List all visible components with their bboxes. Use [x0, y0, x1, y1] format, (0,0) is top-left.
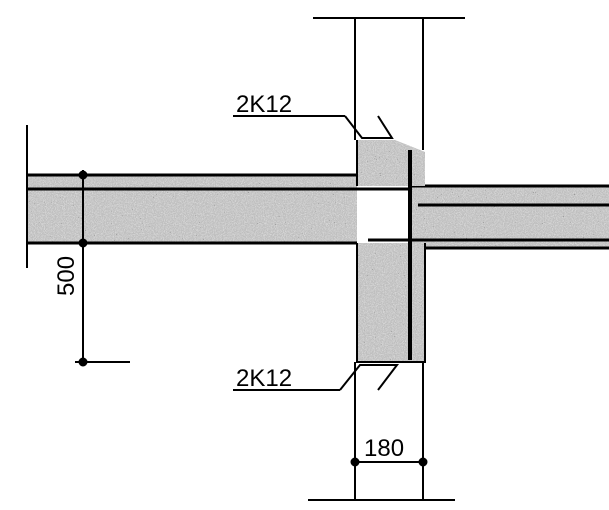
top-rebar-leader [233, 115, 394, 139]
wall-body [356, 140, 426, 363]
bottom-rebar-leader [233, 364, 400, 391]
wall-outline [308, 17, 465, 501]
wall-width-dimension [350, 457, 428, 467]
bottom-rebar-label: 2K12 [236, 365, 292, 392]
slab-thickness-dimension [75, 170, 130, 367]
wall-width-label: 180 [364, 435, 404, 462]
left-slab [27, 173, 410, 245]
slab-thickness-label: 500 [53, 256, 80, 296]
right-slab [368, 184, 609, 250]
top-rebar-label: 2K12 [236, 91, 292, 118]
